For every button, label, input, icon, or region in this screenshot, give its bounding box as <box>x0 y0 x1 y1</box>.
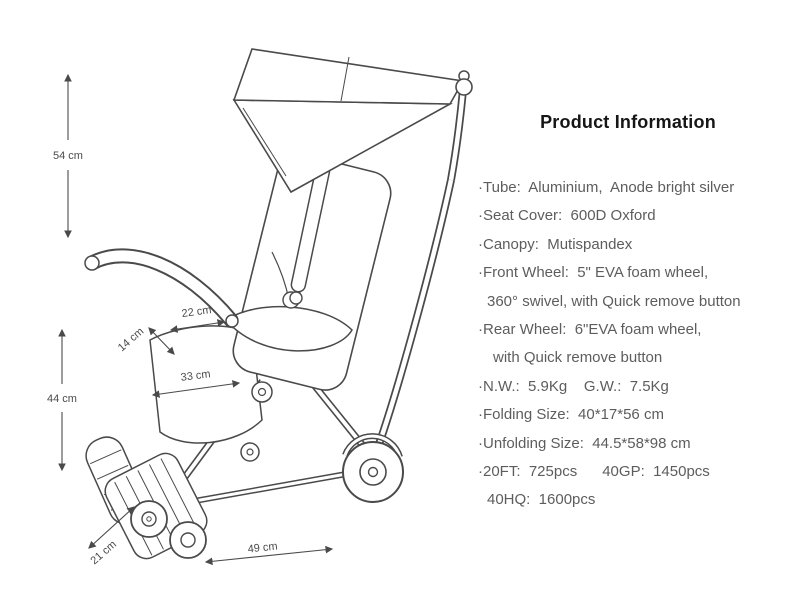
spec-weights: ·N.W.: 5.9Kg G.W.: 7.5Kg <box>478 377 669 395</box>
front-wheel <box>342 433 404 503</box>
stroller-diagram: 54 cm 44 cm 21 cm 49 cm 22 cm 14 cm <box>47 48 473 567</box>
spec-rear-wheel: ·Rear Wheel: 6"EVA foam wheel, <box>478 321 702 339</box>
spec-container-loading-continued: 40HQ: 1600pcs <box>487 491 596 509</box>
seat <box>149 153 392 462</box>
spec-seat-cover: ·Seat Cover: 600D Oxford <box>478 207 656 225</box>
dimension-label-44cm: 44 cm <box>47 393 77 405</box>
dimension-label-54cm: 54 cm <box>53 150 83 162</box>
spec-canopy: ·Canopy: Mutispandex <box>478 235 633 253</box>
rear-wheels <box>130 500 207 559</box>
dimension-label-49cm: 49 cm <box>247 540 278 555</box>
spec-folding-size: ·Folding Size: 40*17*56 cm <box>478 406 664 424</box>
bumper-bar <box>84 248 239 328</box>
dimension-33cm: 33 cm <box>151 368 241 398</box>
dimension-label-14cm: 14 cm <box>116 325 146 354</box>
spec-tube: ·Tube: Aluminium, Anode bright silver <box>478 179 735 196</box>
dimension-label-33cm: 33 cm <box>180 368 211 384</box>
dimension-49cm: 49 cm <box>204 540 334 566</box>
dimension-44cm: 44 cm <box>47 328 77 472</box>
spec-container-loading: ·20FT: 725pcs 40GP: 1450pcs <box>478 463 710 481</box>
spec-front-wheel-continued: 360° swivel, with Quick remove button <box>487 292 741 310</box>
dimension-label-21cm: 21 cm <box>88 538 118 567</box>
dimension-22cm: 22 cm <box>169 304 226 333</box>
spec-rear-wheel-continued: with Quick remove button <box>493 349 663 367</box>
dimensions: 54 cm 44 cm 21 cm 49 cm 22 cm 14 cm <box>47 73 334 567</box>
spec-unfolding-size: ·Unfolding Size: 44.5*58*98 cm <box>478 434 691 452</box>
canopy-support-tube <box>447 70 473 181</box>
dimension-label-22cm: 22 cm <box>181 304 212 320</box>
product-info-title: Product Information <box>540 112 716 132</box>
dimension-54cm: 54 cm <box>53 73 83 239</box>
canopy <box>232 48 465 194</box>
spec-front-wheel: ·Front Wheel: 5" EVA foam wheel, <box>478 264 709 282</box>
product-spec-list: ·Tube: Aluminium, Anode bright silver ·S… <box>478 174 741 515</box>
